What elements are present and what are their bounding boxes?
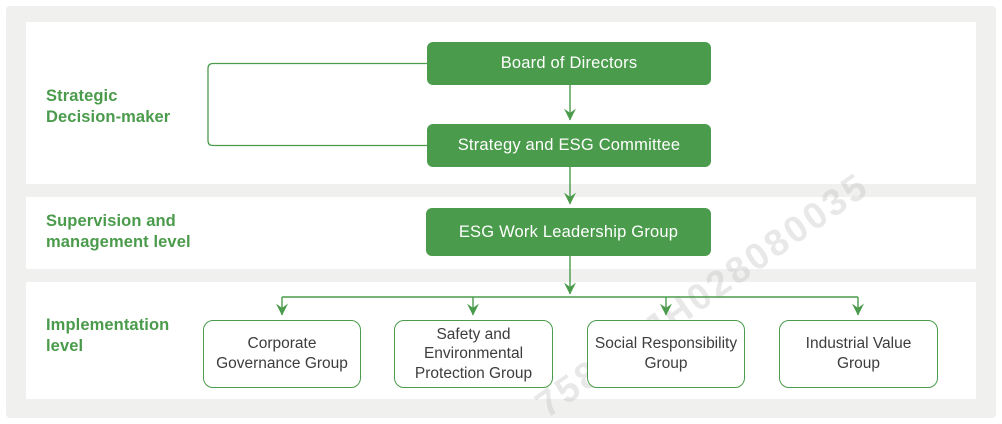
node-esg-work-leadership-group: ESG Work Leadership Group bbox=[426, 208, 711, 256]
node-board-of-directors: Board of Directors bbox=[427, 42, 711, 85]
group-social-responsibility: Social Responsibility Group bbox=[587, 320, 745, 388]
group-industrial-value: Industrial Value Group bbox=[779, 320, 938, 388]
label-supervision-management-level: Supervision and management level bbox=[46, 212, 191, 252]
node-strategy-esg-committee: Strategy and ESG Committee bbox=[427, 124, 711, 167]
group-safety-environmental-protection: Safety and Environmental Protection Grou… bbox=[394, 320, 553, 388]
label-strategic-decision-maker: Strategic Decision-maker bbox=[46, 87, 171, 127]
label-implementation-level: Implementation level bbox=[46, 316, 170, 356]
group-corporate-governance: Corporate Governance Group bbox=[203, 320, 361, 388]
